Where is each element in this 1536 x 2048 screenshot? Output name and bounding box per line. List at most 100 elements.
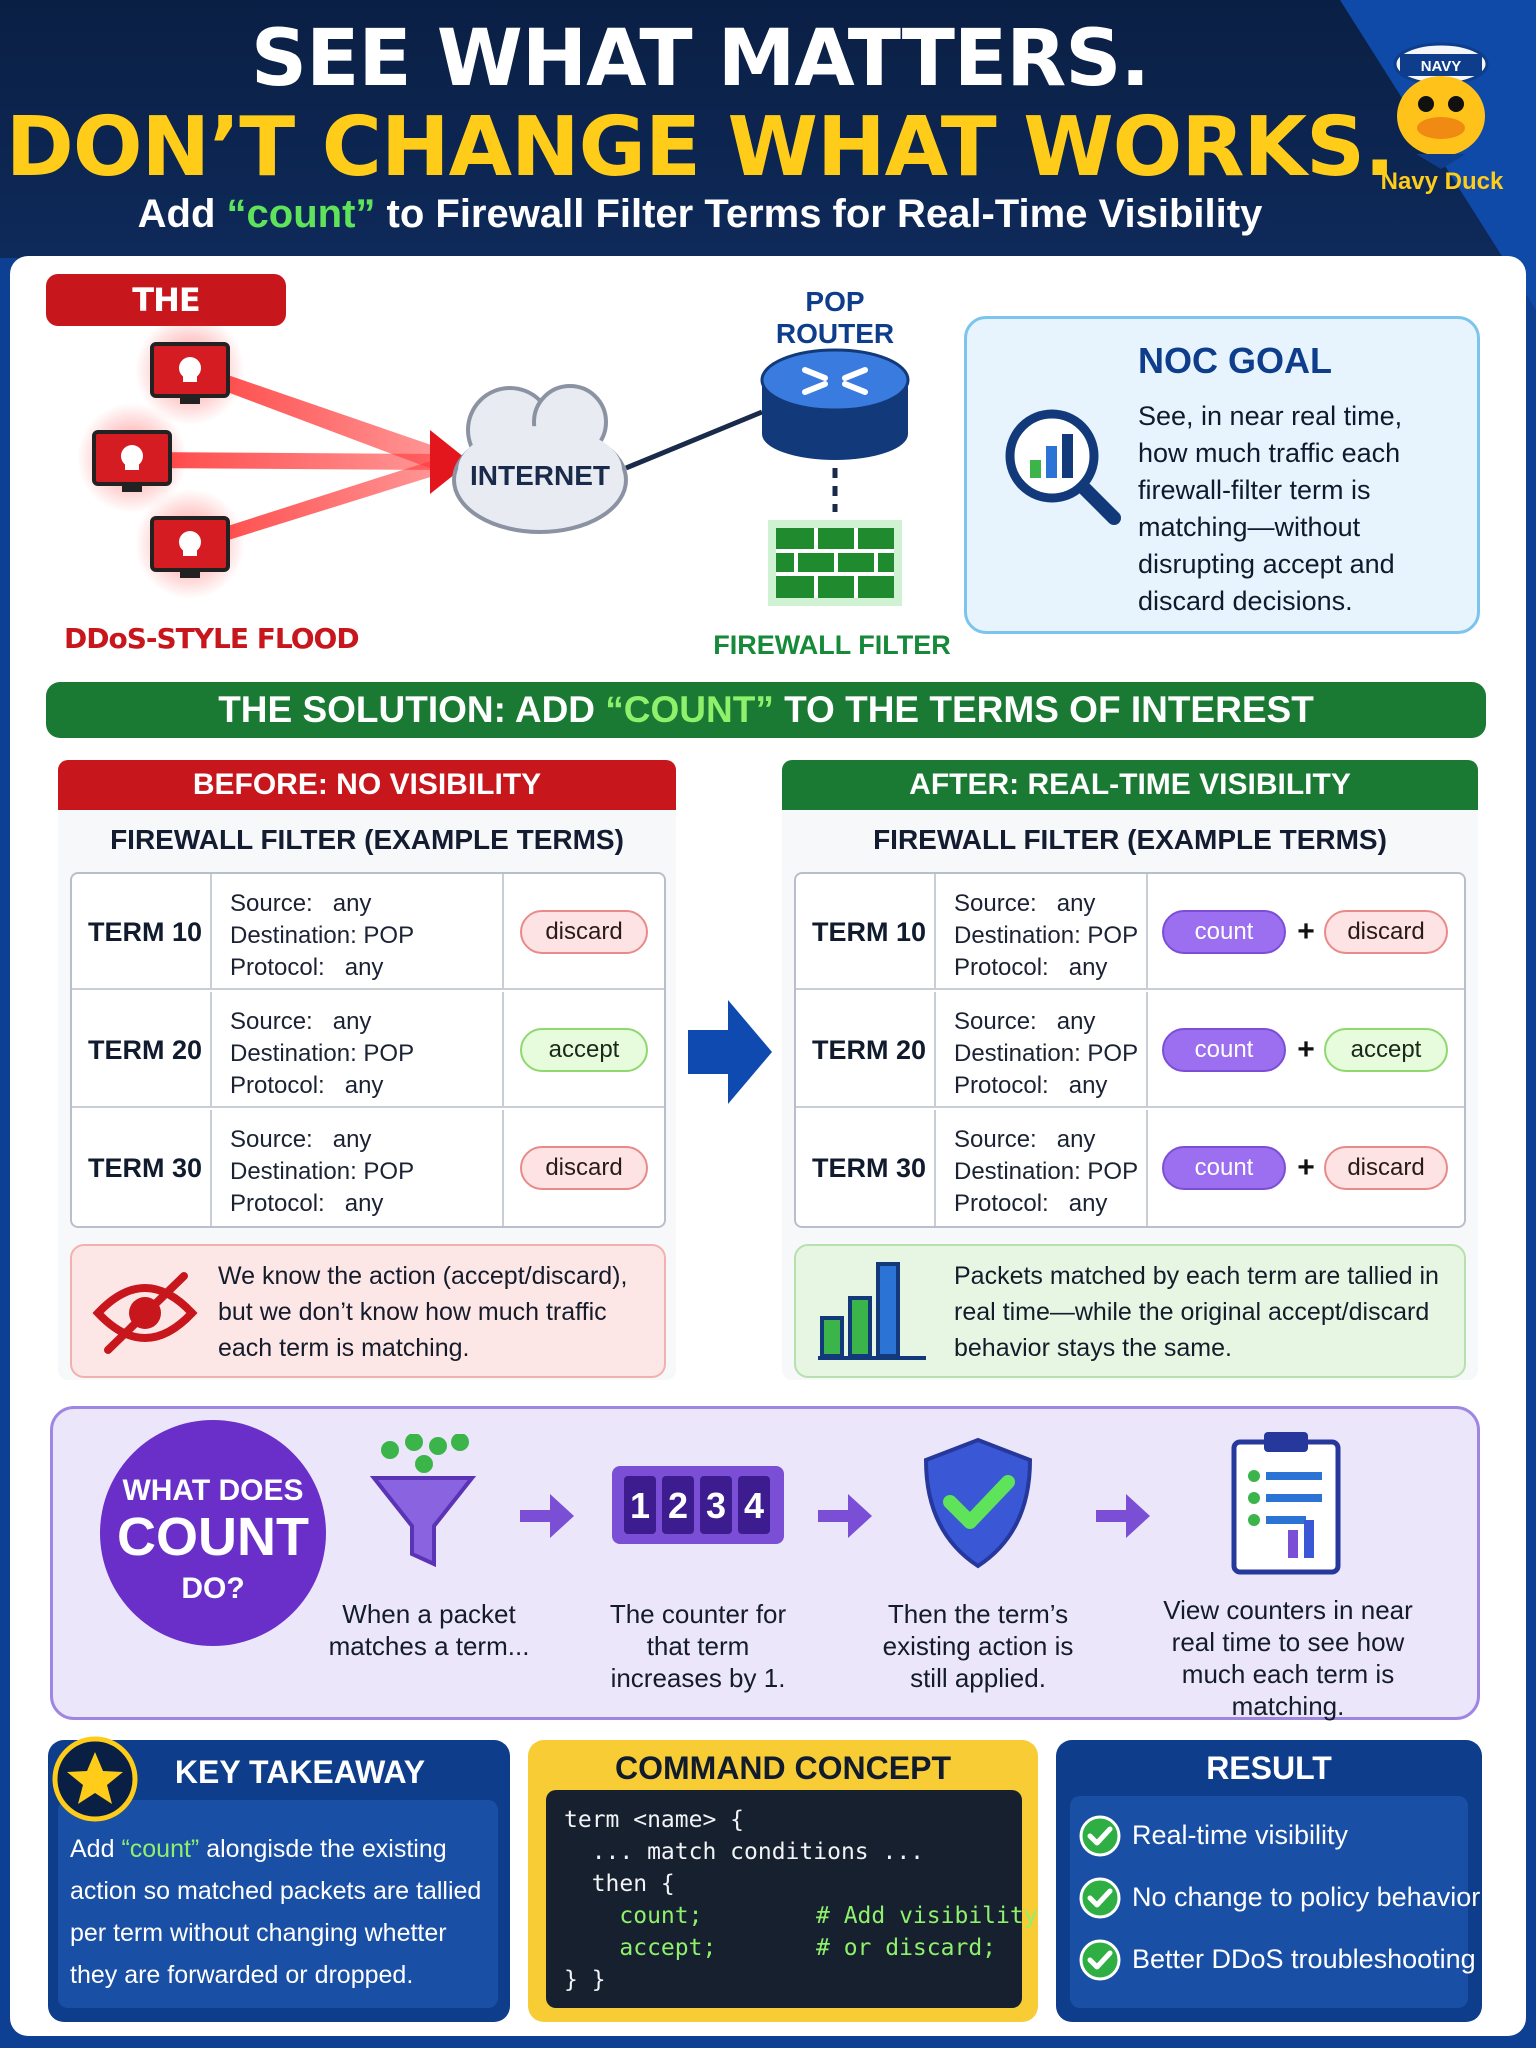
check-circle-icon: [1079, 1877, 1121, 1919]
navy-duck-mascot-icon: NAVY: [1393, 42, 1489, 169]
router-icon: [760, 348, 910, 460]
magnifier-chart-icon: [1005, 409, 1121, 525]
term-name: TERM 30: [796, 1110, 936, 1226]
code-comment: # or discard;: [816, 1935, 997, 1961]
plus-sign: +: [1297, 915, 1315, 948]
noc-goal-title: NOC GOAL: [1138, 340, 1332, 381]
cell-divider: [502, 874, 504, 990]
cell-divider: [1146, 874, 1148, 990]
action-badge-count: count: [1162, 1146, 1286, 1190]
circle-line3: DO?: [181, 1572, 245, 1605]
term-name: TERM 30: [72, 1110, 212, 1226]
before-note: [70, 1244, 666, 1378]
code-text: term <name> {: [564, 1807, 745, 1833]
shield-check-icon: [923, 1437, 1033, 1569]
term-destination: Destination: POP: [954, 1158, 1139, 1185]
counter-digit: 2: [668, 1485, 688, 1526]
code-block: term <name> { ... match conditions ... t…: [546, 1790, 1038, 2008]
term-protocol: Protocol: any: [954, 1190, 1108, 1217]
term-source: Source: any: [230, 890, 372, 917]
term-name: TERM 20: [72, 992, 212, 1108]
pop-label-line1: POP: [805, 286, 865, 317]
term-destination: Destination: POP: [230, 1040, 415, 1067]
mascot-label: Navy Duck: [1380, 168, 1504, 195]
arrow-right-icon: [520, 1494, 574, 1538]
star-icon: [52, 1736, 138, 1822]
cell-divider: [1146, 1110, 1148, 1226]
kt-highlight: “count”: [121, 1835, 200, 1863]
cell-divider: [502, 1110, 504, 1226]
funnel-icon: [369, 1434, 477, 1568]
after-terms-table: TERM 10 Source: any Destination: POP Pro…: [794, 872, 1466, 1228]
term-name: TERM 10: [796, 874, 936, 990]
circle-line1: WHAT DOES: [122, 1474, 304, 1507]
before-terms-table: TERM 10 Source: any Destination: POP Pro…: [70, 872, 666, 1228]
term-destination: Destination: POP: [954, 1040, 1139, 1067]
result-title: RESULT: [1206, 1750, 1332, 1786]
banner-highlight: “COUNT”: [605, 689, 774, 730]
code-line: ... match conditions ...: [564, 1836, 1004, 1868]
kt-pre: Add: [70, 1835, 122, 1863]
after-note: [794, 1244, 1466, 1378]
banner-pre: THE SOLUTION: ADD: [218, 689, 606, 730]
after-table-title: FIREWALL FILTER (EXAMPLE TERMS): [873, 824, 1387, 855]
result-item: No change to policy behavior: [1132, 1882, 1481, 1912]
pop-label-line2: ROUTER: [775, 318, 895, 349]
code-line: accept;# or discard;: [564, 1932, 1004, 1964]
code-line: } }: [564, 1964, 1004, 1996]
term-conditions: Source: any Destination: POP Protocol: a…: [954, 1006, 1214, 1102]
term-source: Source: any: [954, 1008, 1096, 1035]
key-takeaway-title: KEY TAKEAWAY: [174, 1754, 426, 1790]
bar-chart-icon: [818, 1262, 926, 1360]
headline-line2: DON’T CHANGE WHAT WORKS.: [5, 100, 1396, 195]
term-protocol: Protocol: any: [230, 1072, 384, 1099]
table-row: TERM 20 Source: any Destination: POP Pro…: [72, 992, 664, 1108]
attacker-monitor-icon: [77, 403, 187, 513]
code-text: } }: [564, 1967, 606, 1993]
step-text-2: The counter for that term increases by 1…: [609, 1599, 787, 1693]
key-takeaway-text: Add “count” alongisde the existing actio…: [70, 1828, 500, 1996]
table-row: TERM 10 Source: any Destination: POP Pro…: [796, 874, 1464, 990]
header: [0, 0, 1536, 310]
step-text-1: When a packet matches a term...: [328, 1599, 530, 1661]
term-protocol: Protocol: any: [230, 954, 384, 981]
table-row: TERM 30 Source: any Destination: POP Pro…: [796, 1110, 1464, 1226]
term-source: Source: any: [230, 1126, 372, 1153]
result-item: Better DDoS troubleshooting: [1132, 1944, 1476, 1974]
subtitle-pre: Add: [137, 192, 227, 236]
term-protocol: Protocol: any: [230, 1190, 384, 1217]
action-badge-count: count: [1162, 1028, 1286, 1072]
subtitle: Add “count” to Firewall Filter Terms for…: [0, 192, 1400, 237]
check-circle-icon: [1079, 1939, 1121, 1981]
arrow-right-icon: [688, 1000, 772, 1104]
step-text-3: Then the term’s existing action is still…: [882, 1599, 1074, 1693]
before-header: BEFORE: NO VISIBILITY: [58, 760, 676, 810]
action-badge-discard: discard: [520, 910, 648, 954]
code-comment: # Add visibility: [816, 1903, 1038, 1929]
arrow-right-icon: [1096, 1494, 1150, 1538]
table-row: TERM 20 Source: any Destination: POP Pro…: [796, 992, 1464, 1108]
action-badge-discard: discard: [1324, 910, 1448, 954]
term-protocol: Protocol: any: [954, 954, 1108, 981]
table-row: TERM 10 Source: any Destination: POP Pro…: [72, 874, 664, 990]
term-name: TERM 20: [796, 992, 936, 1108]
counter-digit: 3: [706, 1485, 726, 1526]
circle-line2: COUNT: [117, 1507, 309, 1567]
noc-goal-card: [964, 316, 1480, 634]
what-count-circle: [100, 1420, 326, 1646]
plus-sign: +: [1297, 1151, 1315, 1184]
ddos-label: DDoS-STYLE FLOOD: [64, 622, 360, 655]
subtitle-post: to Firewall Filter Terms for Real-Time V…: [375, 192, 1263, 236]
banner-post: TO THE TERMS OF INTEREST: [773, 689, 1314, 730]
term-conditions: Source: any Destination: POP Protocol: a…: [230, 1124, 490, 1220]
link-line: [625, 409, 763, 471]
code-text: then {: [564, 1871, 675, 1897]
plus-sign: +: [1297, 1033, 1315, 1066]
cell-divider: [1146, 992, 1148, 1108]
term-source: Source: any: [954, 890, 1096, 917]
key-takeaway-inner: [58, 1800, 498, 2008]
arrow-right-icon: [818, 1494, 872, 1538]
internet-label: INTERNET: [470, 460, 610, 491]
command-concept-title: COMMAND CONCEPT: [615, 1750, 951, 1786]
